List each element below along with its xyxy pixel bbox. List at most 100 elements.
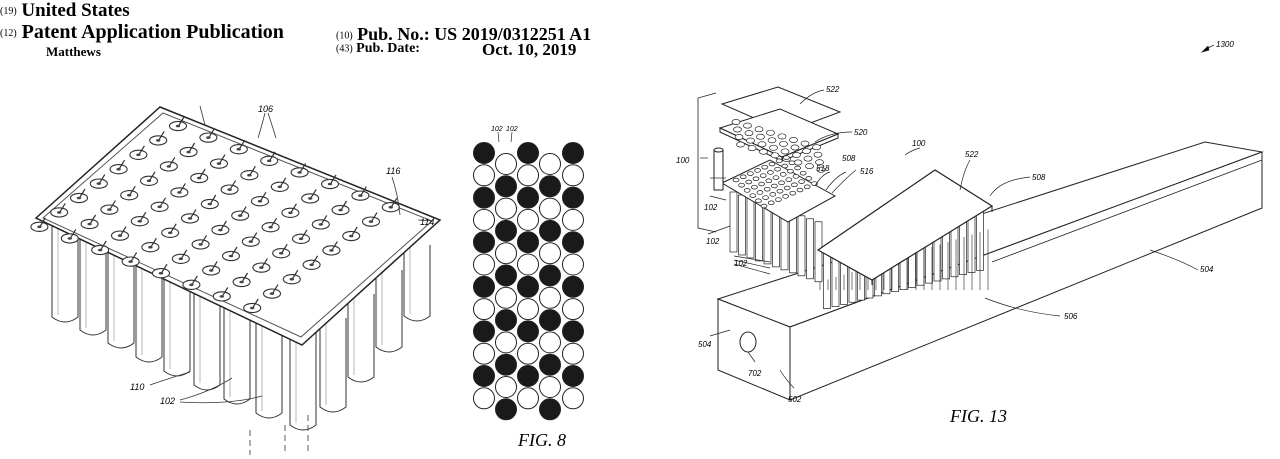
- fig13-assembly: 1300 522 520 100 518 508 516 100 522 508…: [676, 40, 1264, 426]
- packing-cell: [517, 387, 539, 410]
- packing-cell: [562, 142, 584, 164]
- cell-cylinder: [319, 318, 347, 413]
- packing-cell: [539, 353, 561, 376]
- packing-cell: [562, 231, 584, 254]
- fig8-caption: FIG. 8: [517, 430, 566, 450]
- cylindrical-cells: [51, 222, 431, 431]
- ref-516: 516: [860, 167, 874, 176]
- ref-702: 702: [748, 369, 762, 378]
- cell-cylinder: [403, 245, 431, 322]
- packing-cell: [517, 231, 539, 254]
- ref-102-b: 102: [706, 237, 720, 246]
- packing-cell: [562, 342, 584, 365]
- packing-cell: [539, 153, 561, 175]
- packing-cell: [495, 153, 517, 175]
- country-line: (19) United States: [0, 0, 130, 21]
- packing-cell: [495, 175, 517, 198]
- packing-cell: [473, 164, 495, 187]
- packing-cell: [495, 286, 517, 309]
- packing-cell: [473, 275, 495, 298]
- packing-cell: [562, 164, 584, 187]
- packing-cell: [495, 376, 517, 398]
- fig13-cell: [967, 212, 976, 273]
- packing-cell: [517, 208, 539, 231]
- fig13-cell: [797, 215, 806, 277]
- publication-type-line: (12) Patent Application Publication: [0, 21, 284, 43]
- channel-side: [789, 151, 1263, 401]
- packing-cell: [473, 298, 495, 321]
- ref-518: 518: [816, 164, 830, 173]
- ref-114: 114: [420, 217, 434, 227]
- packing-cell: [517, 342, 539, 365]
- packing-cell: [517, 320, 539, 343]
- packing-cell: [473, 186, 495, 209]
- pub-number: US 2019/0312251 A1: [434, 24, 592, 44]
- cell-cylinder: [375, 270, 403, 353]
- packing-cell: [539, 264, 561, 287]
- cell-terminals: [30, 116, 400, 314]
- single-cell: [713, 149, 724, 191]
- cell-cylinder: [193, 290, 221, 391]
- ref-102-a: 102: [491, 126, 503, 133]
- ref-102: 102: [160, 396, 175, 406]
- fig13-cell: [789, 212, 797, 274]
- packing-cell: [495, 309, 517, 332]
- packing-cell: [473, 342, 495, 365]
- ref-110: 110: [130, 382, 144, 392]
- cell-cylinder: [107, 248, 135, 349]
- packing-cell: [495, 197, 517, 220]
- plate-inner-rim: [42, 112, 433, 338]
- ref-116: 116: [386, 166, 400, 176]
- packing-cell: [473, 142, 495, 164]
- publication-type: Patent Application Publication: [21, 21, 284, 43]
- ref-100-a: 100: [676, 156, 690, 165]
- packing-cell: [495, 219, 517, 242]
- cell-cylinder: [51, 222, 79, 323]
- ref-102-b: 102: [506, 126, 518, 133]
- fig13-cell: [729, 191, 738, 253]
- fig13-cell: [738, 194, 746, 256]
- patent-header: (19) United States (12) Patent Applicati…: [0, 0, 600, 62]
- inventor: Matthews: [46, 44, 101, 59]
- packing-cell: [539, 398, 561, 421]
- packing-cell: [539, 309, 561, 332]
- cell-cylinder: [255, 318, 283, 419]
- ref-102-a: 102: [704, 203, 718, 212]
- pub-number-line: (10) Pub. No.: US 2019/0312251 A1: [336, 24, 592, 44]
- fig13-cell: [763, 203, 772, 265]
- cell-cylinder: [163, 276, 191, 377]
- packing-cell: [517, 164, 539, 187]
- packing-cell: [517, 186, 539, 209]
- packing-cell: [539, 286, 561, 309]
- cell-circle-grid: [473, 142, 584, 421]
- holder-holes: [732, 155, 818, 209]
- fig13-cell: [806, 218, 814, 280]
- packing-cell: [562, 186, 584, 209]
- ref-502: 502: [788, 395, 802, 404]
- packing-cell: [473, 231, 495, 254]
- ref-506: 506: [1064, 312, 1078, 321]
- packing-cell: [473, 320, 495, 343]
- packing-cell: [539, 242, 561, 265]
- packing-cell: [539, 331, 561, 354]
- pub-date: Oct. 10, 2019: [482, 40, 577, 59]
- packing-cell: [539, 197, 561, 220]
- ref-1300: 1300: [1216, 40, 1234, 49]
- packing-cell: [473, 365, 495, 387]
- packing-cell: [495, 398, 517, 421]
- packing-cell: [495, 331, 517, 354]
- ref-100-b: 100: [912, 139, 926, 148]
- ref-520: 520: [854, 128, 868, 137]
- fig13-cell: [746, 197, 755, 259]
- packing-cell: [562, 298, 584, 321]
- carrier-plate: [34, 106, 442, 346]
- packing-cell: [517, 142, 539, 164]
- packing-cell: [495, 242, 517, 265]
- cell-cylinder: [135, 262, 163, 363]
- packing-cell: [562, 387, 584, 410]
- packing-cell: [562, 320, 584, 343]
- packing-cell: [495, 264, 517, 287]
- fig13-caption: FIG. 13: [949, 406, 1007, 426]
- packing-cell: [539, 219, 561, 242]
